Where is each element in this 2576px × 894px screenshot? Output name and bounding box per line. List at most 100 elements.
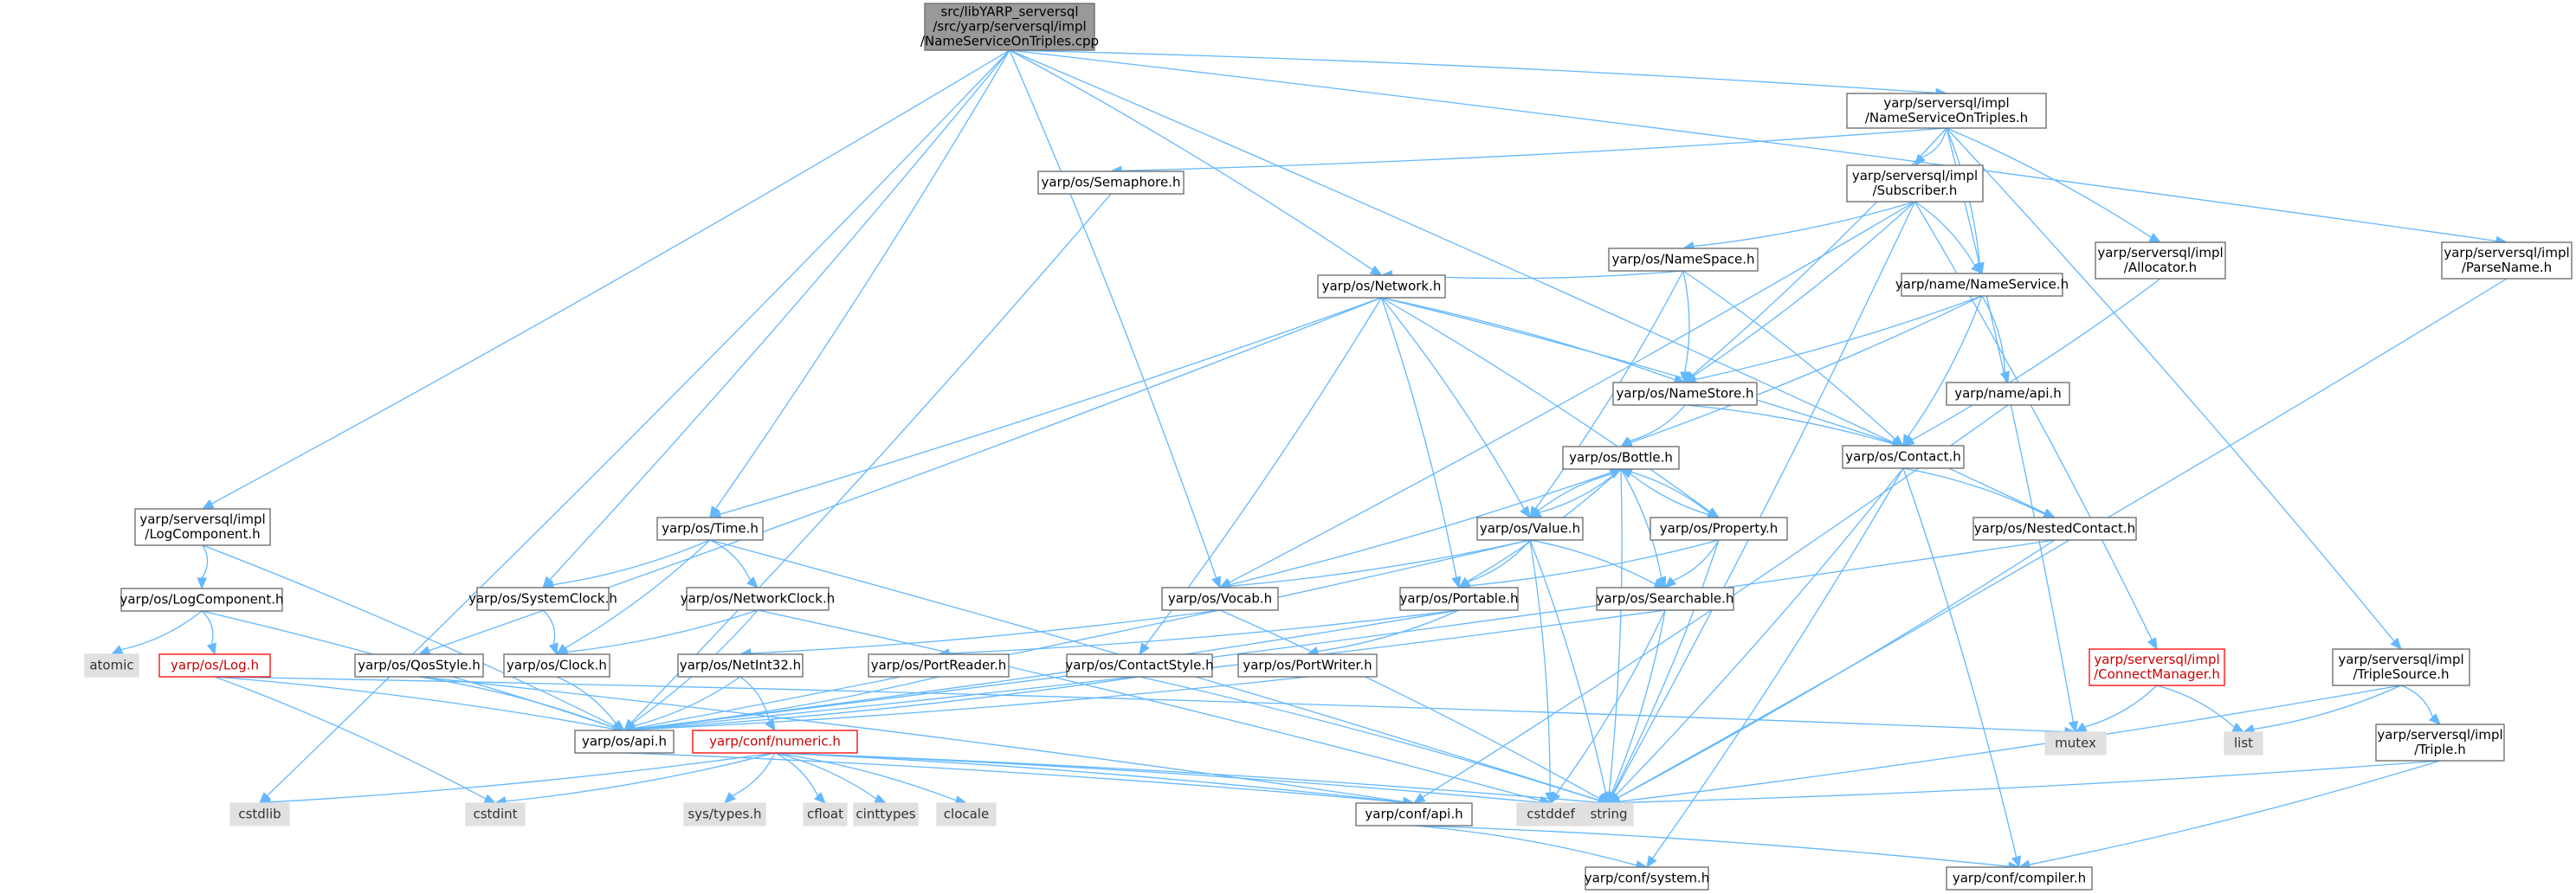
edge-netint32-to-osapi <box>633 676 741 727</box>
node-vocab[interactable]: yarp/os/Vocab.h <box>1161 587 1279 611</box>
edge-value-to-bottle <box>1529 473 1612 518</box>
node-box-contact <box>1842 445 1965 469</box>
node-contact[interactable]: yarp/os/Contact.h <box>1842 445 1965 469</box>
node-triple[interactable]: yarp/serversql/impl/Triple.h <box>2375 724 2505 762</box>
edge-triplesource-to-triple <box>2400 685 2434 717</box>
edge-log-to-osapi <box>214 676 615 730</box>
node-label-subscriber: /Subscriber.h <box>1873 183 1958 198</box>
edge-root-to-nsot_h <box>1009 49 1937 94</box>
node-namestore[interactable]: yarp/os/NameStore.h <box>1612 382 1758 406</box>
node-allocator[interactable]: yarp/serversql/impl/Allocator.h <box>2095 241 2226 280</box>
node-property[interactable]: yarp/os/Property.h <box>1650 517 1788 541</box>
edge-portreader-to-osapi <box>634 676 939 730</box>
node-cstdlib: cstdlib <box>229 802 290 826</box>
node-namespace[interactable]: yarp/os/NameSpace.h <box>1608 248 1759 272</box>
node-label-triple: /Triple.h <box>2414 742 2466 757</box>
node-label-vocab: yarp/os/Vocab.h <box>1168 591 1272 607</box>
edge-numeric-to-cstdlib <box>269 752 776 803</box>
node-systemclock[interactable]: yarp/os/SystemClock.h <box>468 587 617 611</box>
node-box-value <box>1476 517 1584 541</box>
node-confapi[interactable]: yarp/conf/api.h <box>1355 802 1473 826</box>
node-networkclock[interactable]: yarp/os/NetworkClock.h <box>681 587 836 611</box>
node-bottle[interactable]: yarp/os/Bottle.h <box>1562 446 1680 470</box>
node-label-netint32: yarp/os/NetInt32.h <box>680 658 801 673</box>
edge-semaphore-to-osapi <box>630 193 1112 724</box>
arrowhead-root-to-logcomp_impl <box>201 498 215 510</box>
node-label-systemclock: yarp/os/SystemClock.h <box>468 591 617 607</box>
node-box-searchable <box>1596 587 1734 611</box>
node-nestedcontact[interactable]: yarp/os/NestedContact.h <box>1972 517 2137 541</box>
edge-triple-to-string <box>1618 760 2441 804</box>
edge-root-to-network <box>1009 49 1373 271</box>
node-searchable[interactable]: yarp/os/Searchable.h <box>1596 587 1734 611</box>
arrowhead-logcomp_impl-to-oslogcomp <box>197 577 207 590</box>
node-netint32[interactable]: yarp/os/NetInt32.h <box>677 653 804 678</box>
node-nameapi[interactable]: yarp/name/api.h <box>1946 382 2070 406</box>
node-time[interactable]: yarp/os/Time.h <box>656 517 764 541</box>
arrowhead-numeric-to-cfloat <box>814 792 826 804</box>
node-clock[interactable]: yarp/os/Clock.h <box>503 653 610 678</box>
node-atomic: atomic <box>84 653 139 678</box>
edge-connectmanager-to-list <box>2156 685 2235 728</box>
node-portable[interactable]: yarp/os/Portable.h <box>1399 587 1519 611</box>
node-box-nameservice <box>1901 273 2063 297</box>
node-box-network <box>1317 274 1446 299</box>
node-qosstyle[interactable]: yarp/os/QosStyle.h <box>354 653 484 678</box>
node-log[interactable]: yarp/os/Log.h <box>158 653 271 678</box>
node-label-connectmanager: /ConnectManager.h <box>2094 666 2220 682</box>
node-nameservice[interactable]: yarp/name/NameService.h <box>1895 273 2069 297</box>
node-logcomp_impl[interactable]: yarp/serversql/impl/LogComponent.h <box>134 508 271 546</box>
arrowhead-connectmanager-to-list <box>2231 723 2245 733</box>
node-triplesource[interactable]: yarp/serversql/impl/TripleSource.h <box>2332 648 2470 686</box>
node-nsot_h[interactable]: yarp/serversql/impl/NameServiceOnTriples… <box>1846 93 2047 129</box>
node-box-cstdlib <box>229 802 290 826</box>
node-parsename[interactable]: yarp/serversql/impl/ParseName.h <box>2441 241 2573 280</box>
edge-nestedcontact-to-osapi <box>634 539 2056 730</box>
node-box-string <box>1584 802 1634 826</box>
node-portreader[interactable]: yarp/os/PortReader.h <box>868 653 1010 678</box>
arrowhead-oslogcomp-to-atomic <box>110 645 124 655</box>
edge-subscriber-to-connectmanager <box>1914 201 2153 640</box>
node-box-cinttypes <box>853 802 919 826</box>
node-subscriber[interactable]: yarp/serversql/impl/Subscriber.h <box>1846 164 1984 203</box>
node-box-portwriter <box>1237 653 1378 678</box>
node-box-portreader <box>868 653 1010 678</box>
edge-oslogcomp-to-atomic <box>120 610 203 651</box>
node-semaphore[interactable]: yarp/os/Semaphore.h <box>1037 170 1185 195</box>
node-osapi[interactable]: yarp/os/api.h <box>574 730 675 754</box>
node-box-oslogcomp <box>120 588 283 612</box>
node-connectmanager[interactable]: yarp/serversql/impl/ConnectManager.h <box>2089 648 2225 686</box>
edge-contactstyle-to-osapi <box>634 676 1140 730</box>
node-box-numeric <box>692 730 858 754</box>
node-label-namestore: yarp/os/NameStore.h <box>1616 386 1753 402</box>
node-box-vocab <box>1161 587 1279 611</box>
node-label-cstdint: cstdint <box>473 807 517 822</box>
node-value[interactable]: yarp/os/Value.h <box>1476 517 1584 541</box>
node-numeric[interactable]: yarp/conf/numeric.h <box>692 730 858 754</box>
arrowhead-nsot_h-to-mutex <box>2068 720 2079 734</box>
edge-nameservice-to-namestore <box>1695 295 1983 381</box>
edge-allocator-to-contact <box>1911 278 2161 441</box>
node-network[interactable]: yarp/os/Network.h <box>1317 274 1446 299</box>
edge-network-to-namestore <box>1381 297 1675 381</box>
edge-numeric-to-cstdint <box>505 752 776 802</box>
node-label-allocator: yarp/serversql/impl <box>2097 245 2223 260</box>
node-contactstyle[interactable]: yarp/os/ContactStyle.h <box>1065 653 1214 678</box>
node-portwriter[interactable]: yarp/os/PortWriter.h <box>1237 653 1378 678</box>
edge-netint32-to-numeric <box>739 676 771 723</box>
node-label-systypes: sys/types.h <box>688 807 761 822</box>
node-oslogcomp[interactable]: yarp/os/LogComponent.h <box>119 588 284 612</box>
edge-namespace-to-namestore <box>1682 270 1690 373</box>
edge-root-to-vocab <box>1009 49 1217 579</box>
node-label-network: yarp/os/Network.h <box>1322 279 1442 294</box>
node-label-searchable: yarp/os/Searchable.h <box>1597 591 1734 607</box>
node-label-property: yarp/os/Property.h <box>1660 521 1778 537</box>
node-root[interactable]: src/libYARP_serversql/src/yarp/serversql… <box>920 3 1099 51</box>
edge-portwriter-to-osapi <box>634 676 1308 730</box>
edge-value-to-portable <box>1467 539 1531 582</box>
arrowhead-time-to-networkclock <box>746 576 759 588</box>
node-confcompiler[interactable]: yarp/conf/compiler.h <box>1946 866 2093 891</box>
arrowhead-namestore-to-bottle <box>1619 436 1633 447</box>
node-box-confsystem <box>1585 866 1709 891</box>
node-confsystem[interactable]: yarp/conf/system.h <box>1585 866 1710 891</box>
